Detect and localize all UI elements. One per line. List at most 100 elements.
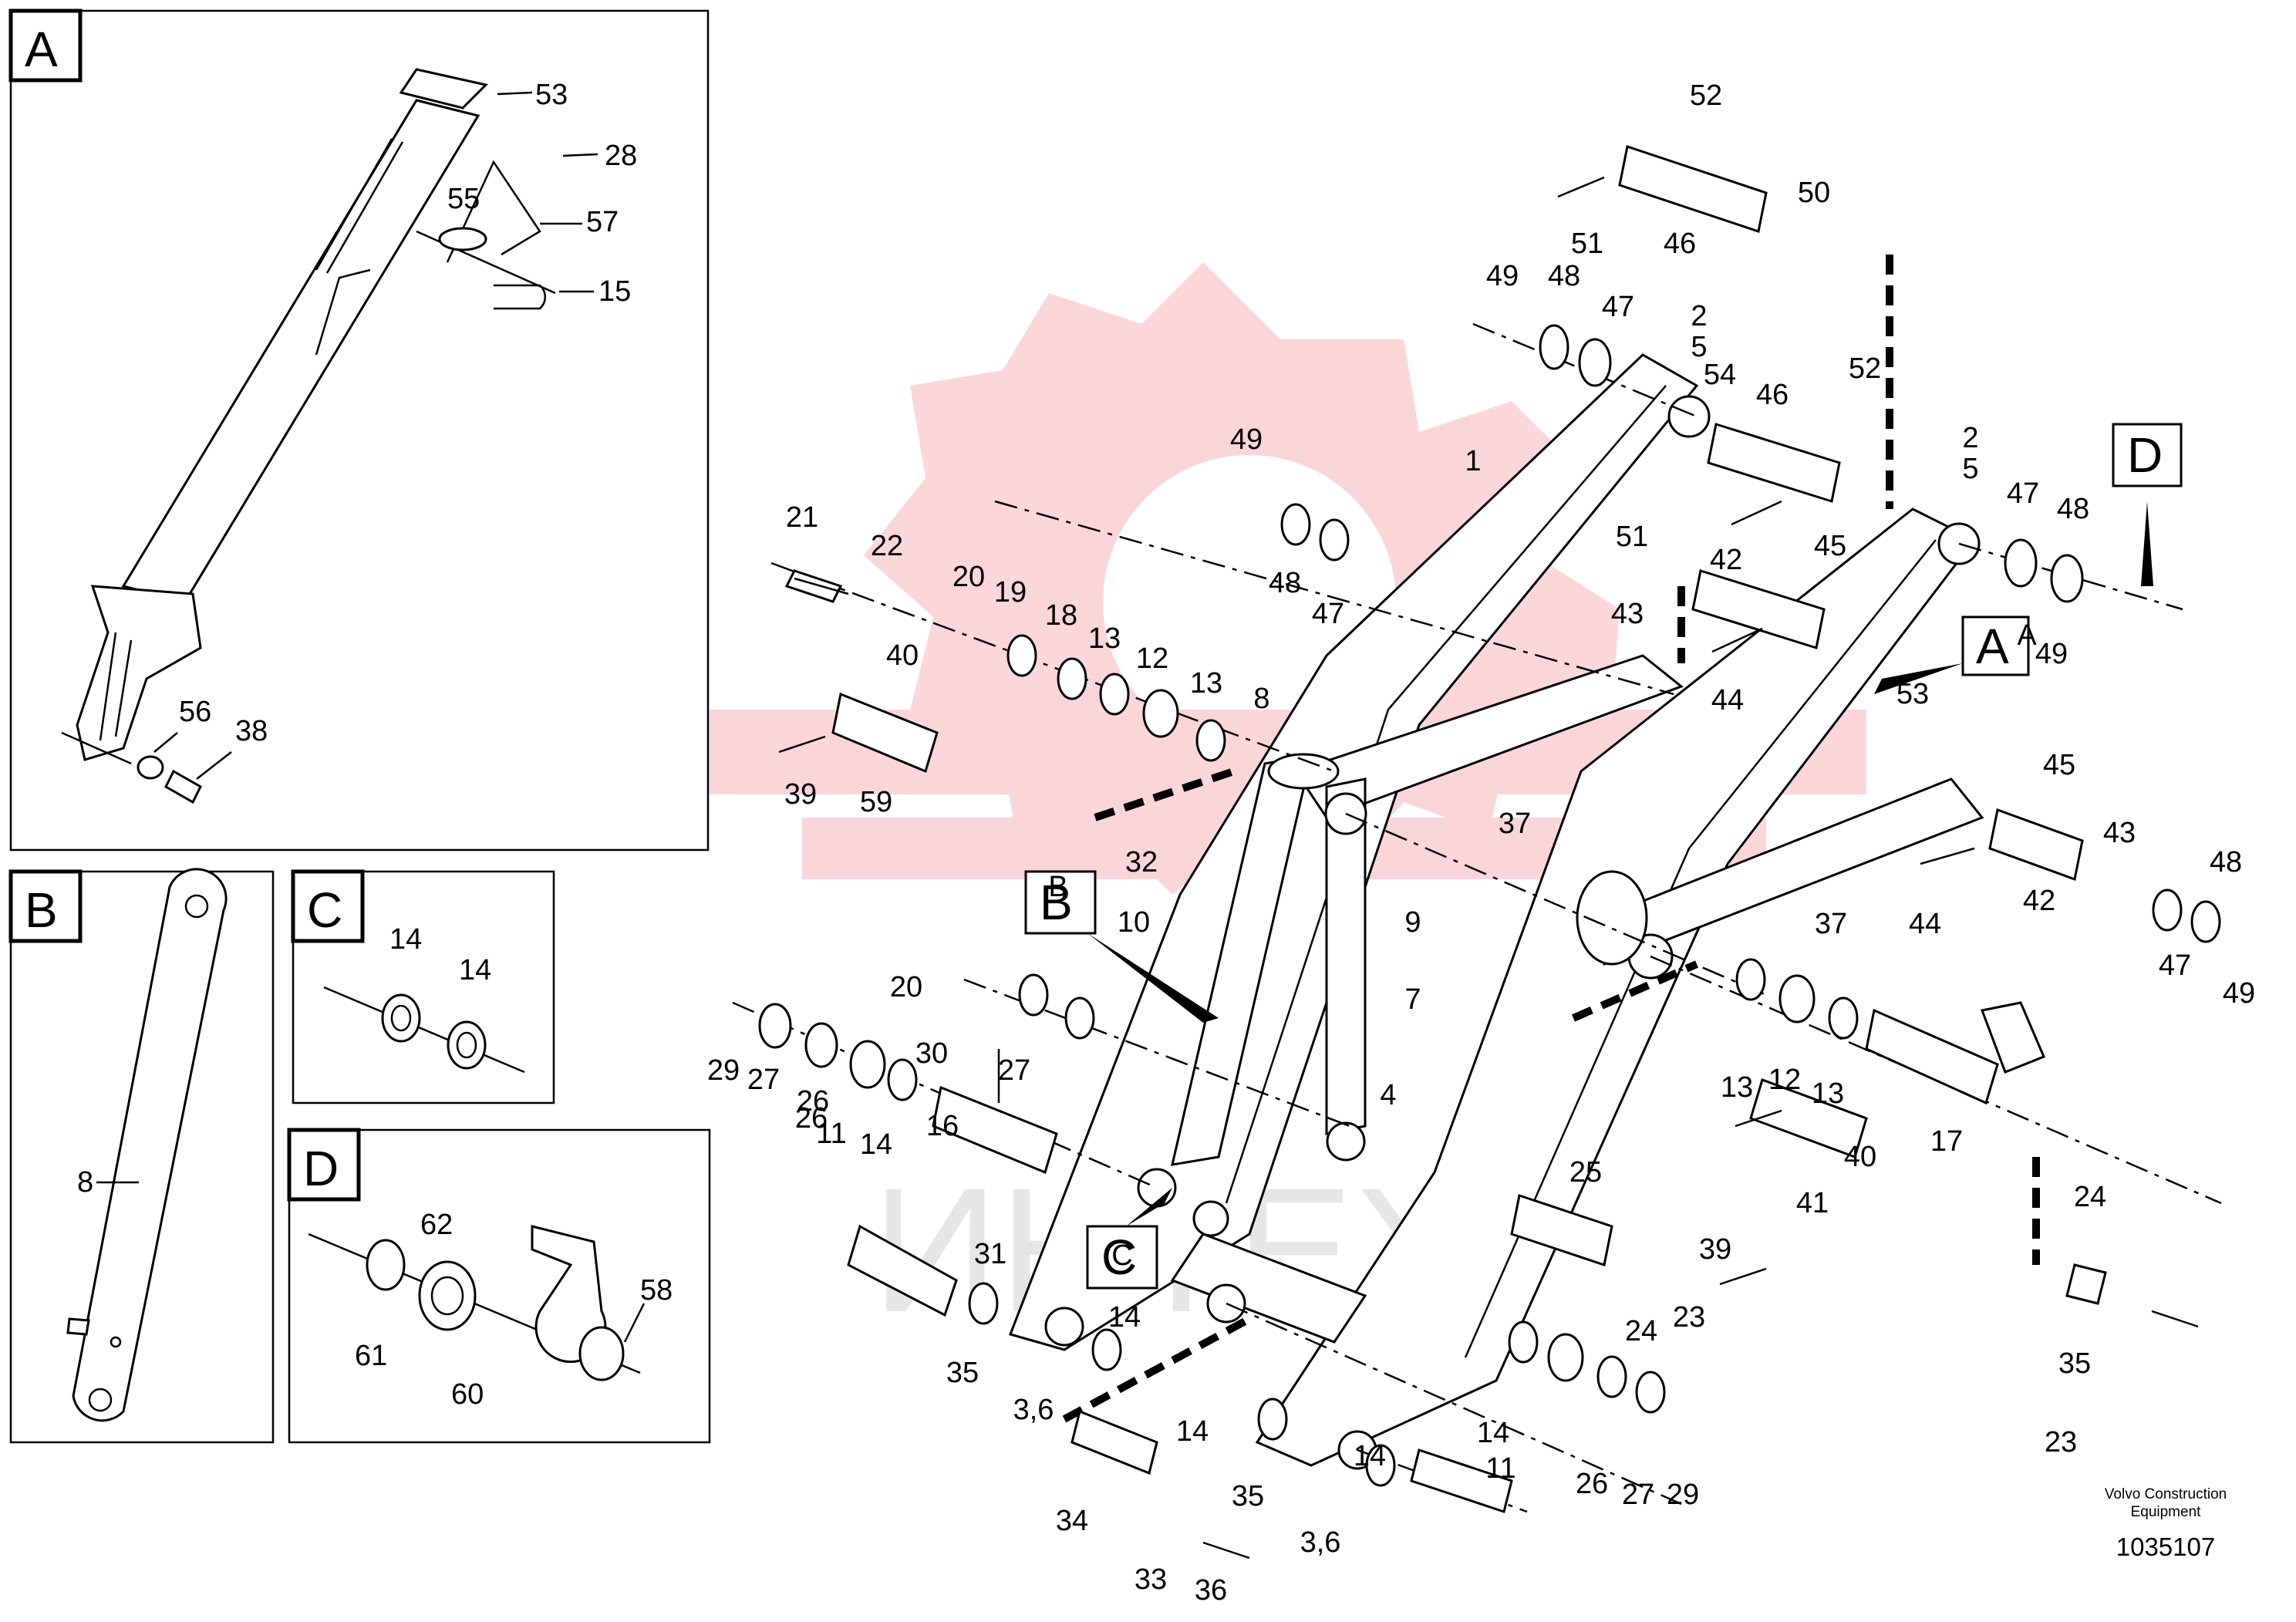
credit-line-1: Volvo Construction [2105, 1486, 2227, 1502]
callout-17-66: 17 [1930, 1125, 1963, 1158]
callout-47-12: 47 [2007, 477, 2039, 510]
callout-52-10: 52 [1849, 352, 1881, 385]
callout-19-29: 19 [994, 576, 1027, 609]
callout-a-53: 53 [535, 79, 568, 111]
callout-16-61: 16 [926, 1110, 959, 1142]
callout-52-0: 52 [1690, 79, 1722, 112]
callout-35-85: 35 [1232, 1480, 1264, 1512]
callout-c-14a: 14 [389, 923, 422, 956]
callout-39-36: 39 [784, 778, 817, 811]
detail-marker-d: D [2112, 423, 2183, 586]
callout-3-6-80: 3,6 [1013, 1394, 1054, 1426]
callout-b-8: 8 [77, 1166, 93, 1199]
callout-a-28: 28 [605, 140, 637, 172]
callout-14-93: 14 [0, 0, 16, 7]
callout-49-4: 49 [1486, 260, 1519, 292]
callout-31-68: 31 [974, 1238, 1006, 1270]
callout-40-73: 40 [1844, 1141, 1876, 1173]
callout-46-3: 46 [1664, 228, 1696, 260]
callout-27-56: 27 [998, 1054, 1030, 1087]
callout-a-57: 57 [586, 206, 619, 238]
credit-line-2: Equipment [2131, 1504, 2202, 1520]
callout-43-45: 43 [2103, 817, 2136, 849]
callout-47-18: 47 [1312, 598, 1344, 630]
callout-33-83: 33 [1135, 1563, 1167, 1596]
callout-27-53: 27 [747, 1064, 780, 1096]
callout-a-56: 56 [179, 696, 211, 728]
panel-b: B 8 [8, 868, 275, 1444]
panel-d-letter: D [303, 1141, 339, 1196]
callout-d-62: 62 [420, 1209, 453, 1241]
detail-marker-b-letter: B [1040, 875, 1073, 930]
callout-4-62: 4 [1380, 1079, 1396, 1111]
callout-45-20: 45 [1814, 530, 1846, 562]
callout-45-44: 45 [2043, 749, 2075, 781]
callout-39-71: 39 [1699, 1233, 1731, 1266]
callout-27-91: 27 [1622, 1479, 1654, 1511]
callout-10-40: 10 [1118, 906, 1150, 939]
callout-A-24: A [2017, 619, 2037, 652]
callout-49-16: 49 [1230, 423, 1263, 456]
panel-a-callouts: 53 28 55 57 15 56 38 [153, 79, 637, 780]
callout-c-14b: 14 [459, 954, 491, 986]
panel-d: D 62 58 61 60 [287, 1128, 711, 1444]
main-assembly [732, 145, 2222, 1560]
callout-a-38: 38 [235, 715, 268, 747]
callout-42-48: 42 [2023, 885, 2055, 917]
callout-d-60: 60 [451, 1378, 484, 1411]
callout-a-15: 15 [598, 275, 631, 308]
callout-13-63: 13 [1721, 1071, 1753, 1104]
callout-43-21: 43 [1611, 598, 1644, 630]
callout-29-55: 29 [707, 1054, 740, 1087]
callout-29-92: 29 [1667, 1479, 1699, 1511]
callout-51-19: 51 [1616, 521, 1648, 553]
callout-48-5: 48 [1548, 260, 1580, 292]
callout-37-51: 37 [1815, 908, 1847, 940]
callout-47-49: 47 [2159, 949, 2191, 982]
detail-marker-d-letter: D [2127, 427, 2163, 483]
callout-21-26: 21 [786, 501, 818, 534]
callout-59-37: 59 [860, 786, 892, 818]
callout-47-6: 47 [1602, 291, 1634, 323]
callout-13-31: 13 [1088, 622, 1121, 655]
callout-25-70: 25 [1569, 1156, 1602, 1189]
callout-d-61: 61 [355, 1340, 387, 1372]
callout-24-67: 24 [2074, 1181, 2106, 1213]
callout-C-69: C [1111, 1239, 1132, 1272]
panel-c-letter: C [307, 882, 342, 938]
callout-d-58: 58 [640, 1274, 673, 1307]
detail-marker-b: B [1024, 870, 1219, 1023]
panel-a-letter: A [25, 22, 58, 77]
callout-48-17: 48 [1269, 567, 1301, 599]
callout-44-23: 44 [1711, 684, 1744, 717]
callout-44-47: 44 [1909, 908, 1941, 940]
callout-3-6-87: 3,6 [1300, 1526, 1341, 1559]
callout-41-72: 41 [1796, 1187, 1829, 1219]
detail-marker-c: C [1086, 1188, 1172, 1290]
callout-35-76: 35 [2058, 1347, 2091, 1380]
callout-40-34: 40 [886, 639, 919, 672]
callout-48-13: 48 [2057, 493, 2089, 525]
panel-c: C 14 14 [291, 869, 555, 1104]
callout-23-75: 23 [1673, 1301, 1705, 1334]
callout-13-33: 13 [1190, 667, 1222, 700]
callout-51-2: 51 [1571, 228, 1603, 260]
callout-26-57: 26 [795, 1102, 828, 1135]
callout-14-79: 14 [1108, 1301, 1141, 1334]
document-number: 1035107 [2116, 1533, 2215, 1561]
callout-42-22: 42 [1710, 544, 1742, 576]
callout-20-52: 20 [890, 971, 922, 1003]
callout-46-9: 46 [1756, 379, 1789, 411]
callout-12-64: 12 [1768, 1064, 1801, 1096]
callout-26-54: 26 [797, 1085, 829, 1118]
callout-20-28: 20 [952, 561, 985, 593]
callout-24-74: 24 [1625, 1315, 1657, 1347]
panel-a: A [8, 8, 710, 851]
callout-32-39: 32 [1125, 846, 1158, 878]
callout-18-30: 18 [1045, 599, 1077, 632]
callout-14-59: 14 [860, 1128, 892, 1161]
callout-8-35: 8 [1253, 683, 1269, 715]
